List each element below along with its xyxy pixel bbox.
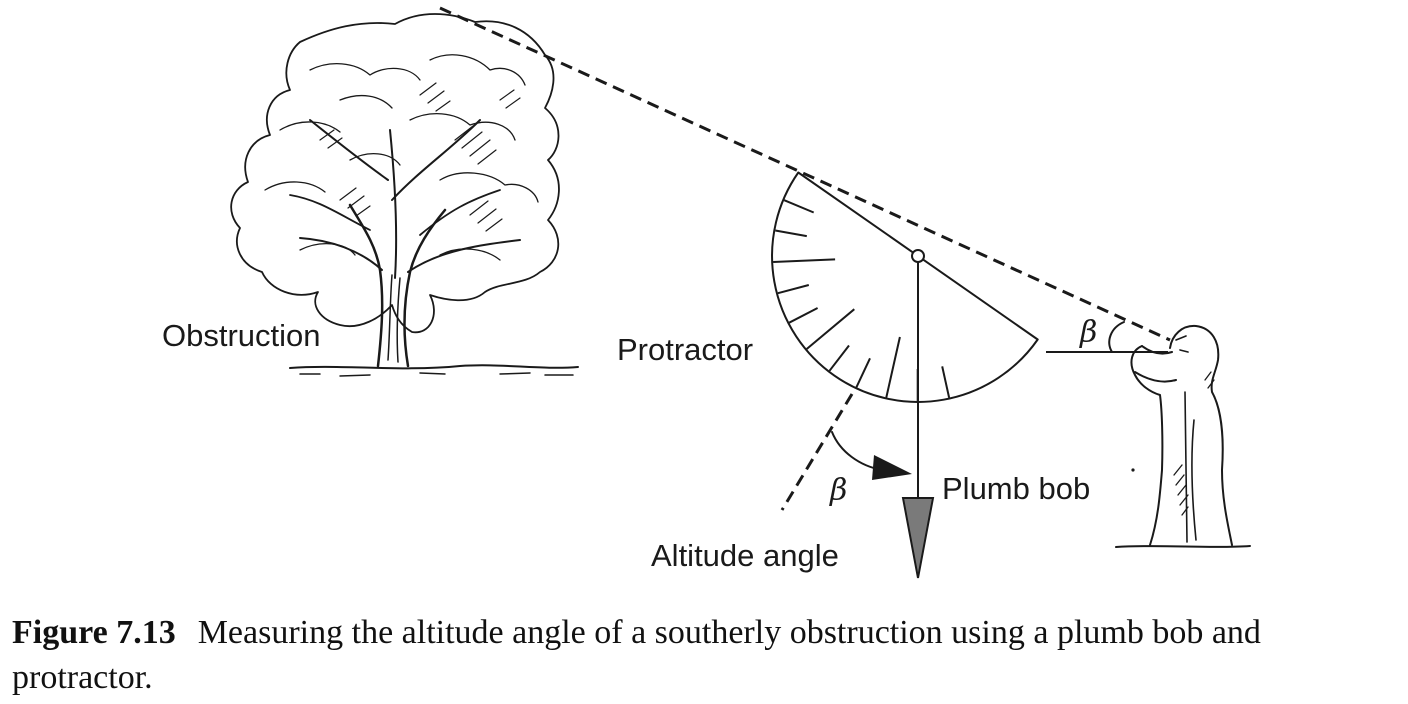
protractor-tick [777, 284, 810, 295]
protractor-tick [783, 199, 815, 214]
tree-illustration [230, 13, 579, 377]
label-beta-lower: β [829, 473, 847, 508]
protractor [771, 171, 1039, 403]
sight-line [439, 6, 1171, 342]
protractor-tick [855, 357, 871, 388]
caption-text: Measuring the altitude angle of a southe… [12, 614, 1261, 696]
protractor-tick [885, 336, 901, 398]
beta-arrow-head [872, 455, 912, 480]
figure-number: Figure 7.13 [12, 614, 176, 651]
beta-arc-upper [1108, 321, 1125, 353]
label-altitude-angle: Altitude angle [651, 538, 839, 573]
protractor-tick [941, 366, 951, 398]
pivot-point [911, 249, 925, 263]
protractor-tick [806, 308, 855, 350]
plumb-bob [901, 497, 935, 579]
protractor-tick [788, 307, 819, 324]
label-plumb-bob: Plumb bob [942, 471, 1090, 506]
label-obstruction: Obstruction [162, 318, 321, 353]
protractor-tick [773, 258, 836, 263]
label-protractor: Protractor [617, 332, 753, 367]
altitude-angle-line [780, 393, 854, 511]
label-beta-upper: β [1079, 315, 1097, 350]
protractor-tick [828, 344, 850, 372]
observer-illustration [1115, 324, 1251, 548]
protractor-diagram: Obstruction Protractor Plumb bob Altitud… [162, 6, 1251, 579]
protractor-ticks [773, 199, 951, 401]
protractor-tick [775, 229, 807, 238]
